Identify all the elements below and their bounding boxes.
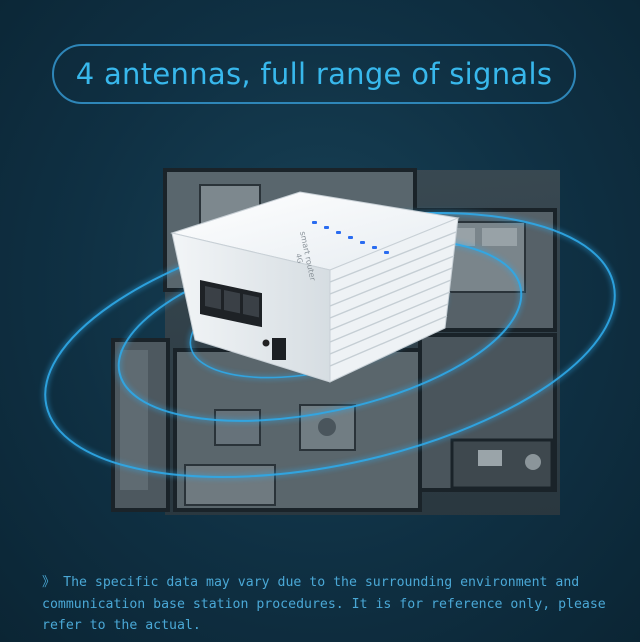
reset-button — [262, 339, 270, 347]
note-text: The specific data may vary due to the su… — [42, 575, 606, 633]
headline-text: 4 antennas, full range of signals — [75, 57, 553, 91]
disclaimer-note: 》 The specific data may vary due to the … — [42, 572, 622, 637]
note-marker: 》 — [42, 575, 56, 590]
vent-ribs — [329, 231, 457, 367]
ethernet-ports — [200, 279, 262, 328]
router-device: smart router 4G — [170, 191, 460, 383]
model-print: 4G — [294, 253, 304, 264]
indicator-leds — [312, 221, 389, 254]
floor-plan-scene: smart router 4G — [42, 168, 618, 515]
power-jack — [272, 338, 286, 360]
headline-pill: 4 antennas, full range of signals — [52, 44, 576, 104]
